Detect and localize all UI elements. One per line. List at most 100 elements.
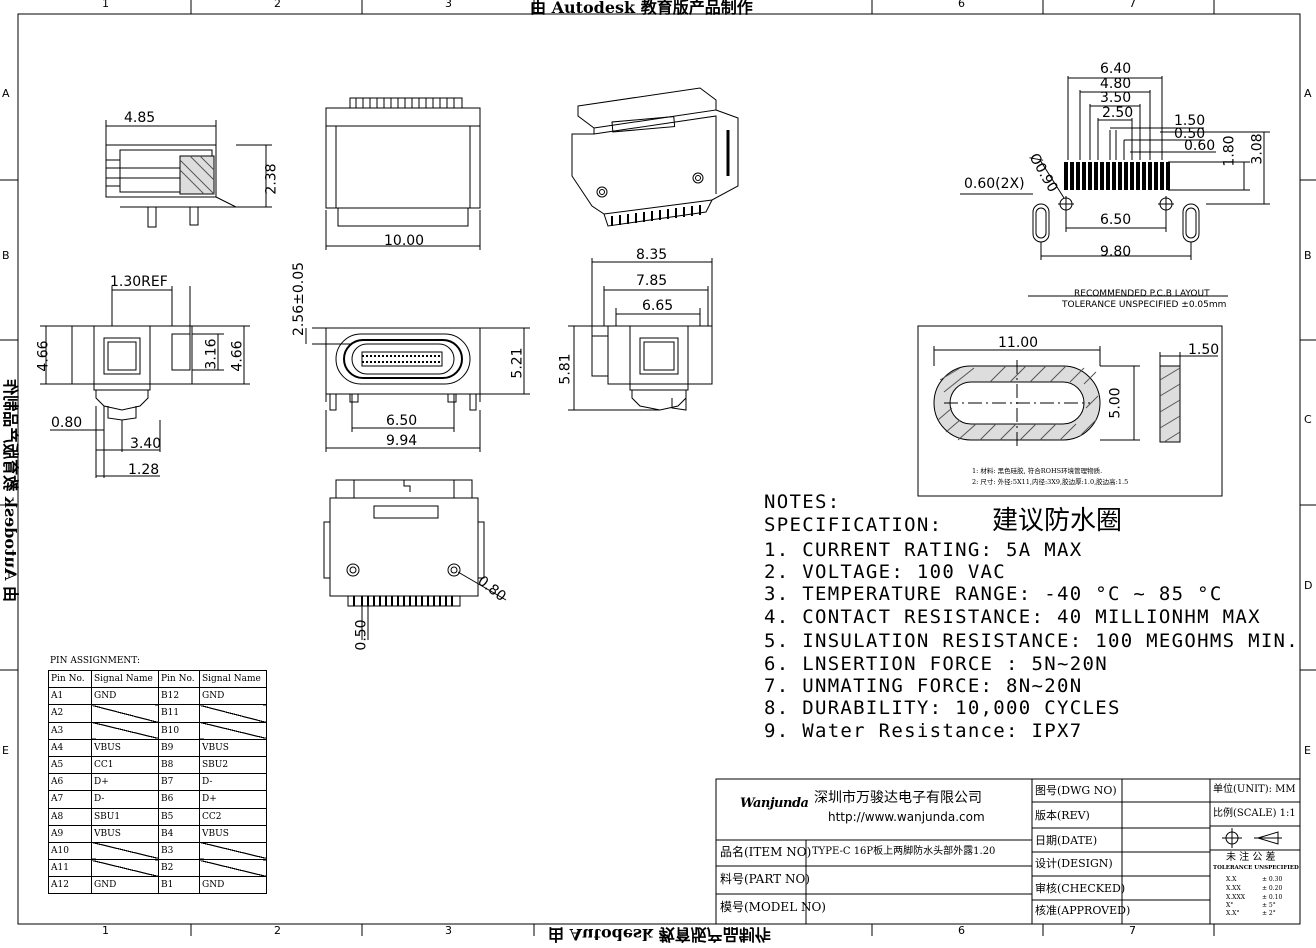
tol-value: ± 0.20 (1262, 885, 1283, 892)
dim-gasket-w: 11.00 (998, 335, 1039, 351)
signal-cell-empty (91, 841, 159, 861)
pin-cell: B12 (158, 687, 200, 706)
tol-key: X.XXX (1226, 894, 1245, 901)
signal-cell-empty (199, 859, 267, 878)
signal-cell: GND (199, 876, 267, 895)
tolerance-en: TOLERANCE UNSPECIFIED (1213, 865, 1299, 871)
signal-cell: VBUS (91, 738, 159, 757)
dim-main-right: 5.21 (509, 347, 526, 379)
pin-cell: B1 (158, 876, 200, 895)
dim-rear-w2: 7.85 (636, 273, 668, 289)
zone-row-c-right: C (1304, 413, 1312, 426)
tolerance-cn: 未 注 公 差 (1226, 852, 1276, 863)
signal-cell: D+ (91, 773, 159, 792)
pin-cell: B8 (158, 755, 200, 775)
part-no-label: 料号(PART NO) (720, 872, 810, 886)
signal-cell: VBUS (91, 824, 159, 843)
pin-cell: B2 (158, 859, 200, 878)
bottom-view (323, 479, 507, 640)
dim-pcb-0-50: 0.50 (1174, 126, 1206, 142)
table-header-row: Pin No. Signal Name Pin No. Signal Name (48, 669, 267, 689)
signal-cell: SBU1 (91, 807, 159, 826)
dim-front-h3: 4.66 (229, 340, 246, 372)
table-row: A12 GND B1 GND (48, 876, 267, 895)
pin-cell: A9 (48, 824, 92, 843)
gasket-note-2: 2: 尺寸: 外径:5X11,内径:3X9,胶边厚:1.0,胶边高:1.5 (972, 478, 1129, 486)
signal-cell: VBUS (199, 738, 267, 757)
signal-cell-empty (199, 704, 267, 723)
approved-label: 核准(APPROVED) (1035, 904, 1131, 917)
front-view-main (305, 327, 530, 452)
pin-cell: B7 (158, 773, 200, 792)
table-row: A3 B10 (48, 721, 267, 740)
pin-cell: B11 (158, 704, 200, 723)
signal-cell: D+ (199, 790, 267, 809)
signal-cell: D- (91, 790, 159, 809)
dim-front-d2: 3.40 (130, 436, 162, 452)
signal-cell: CC2 (199, 807, 267, 826)
zone-row-d-right: D (1304, 579, 1313, 592)
dim-pcb-9-80: 9.80 (1100, 244, 1132, 260)
pin-table-title: PIN ASSIGNMENT: (50, 656, 141, 666)
table-row: A10 B3 (48, 841, 267, 861)
pin-cell: B10 (158, 721, 200, 740)
pin-cell: A1 (48, 687, 92, 706)
dim-pcb-w3: 3.50 (1100, 90, 1132, 106)
watermark-bottom: 由 Autodesk 教育版产品制作 (548, 925, 771, 944)
table-row: A2 B11 (48, 704, 267, 723)
note-item: 2. VOLTAGE: 100 VAC (764, 561, 1007, 583)
dim-main-inner: 6.50 (386, 413, 418, 429)
checked-label: 审核(CHECKED) (1035, 882, 1126, 895)
notes-spec: SPECIFICATION: (764, 514, 943, 536)
table-row: A6 D+ B7 D- (48, 773, 267, 792)
gasket-layout (917, 325, 1223, 497)
zone-col-2-bottom: 2 (274, 924, 281, 937)
pin-cell: A10 (48, 841, 92, 861)
pin-cell: A6 (48, 773, 92, 792)
tol-value: ± 0.10 (1262, 894, 1283, 901)
tol-key: X.X° (1226, 910, 1240, 917)
dwg-no-label: 图号(DWG NO) (1035, 784, 1117, 797)
dim-front-d1: 0.80 (51, 415, 83, 431)
table-row: A9 VBUS B4 VBUS (48, 824, 267, 843)
dim-main-width: 9.94 (386, 433, 418, 449)
dim-front-ref: 1.30REF (110, 274, 168, 290)
dim-pcb-w4: 2.50 (1102, 105, 1134, 121)
table-row: A4 VBUS B9 VBUS (48, 738, 267, 757)
pin-cell: A8 (48, 807, 92, 826)
tol-value: ± 5° (1262, 902, 1276, 909)
pin-cell: B9 (158, 738, 200, 757)
signal-cell: GND (91, 687, 159, 706)
zone-row-a-right: A (1304, 87, 1312, 100)
zone-col-6-bottom: 6 (958, 924, 965, 937)
signal-cell-empty (91, 721, 159, 740)
item-name-label: 品名(ITEM NO) (720, 845, 812, 859)
zone-col-1: 1 (102, 0, 109, 10)
zone-col-7-bottom: 7 (1129, 924, 1136, 937)
design-label: 设计(DESIGN) (1035, 857, 1113, 870)
tol-value: ± 2° (1262, 910, 1276, 917)
dim-bottom-pitch: 0.50 (353, 619, 370, 651)
dim-rear-w1: 8.35 (636, 247, 668, 263)
dim-pcb-1-50: 1.50 (1174, 113, 1206, 129)
zone-row-a: A (2, 87, 10, 100)
dim-top-width: 10.00 (384, 233, 425, 249)
unit-label: 单位(UNIT): MM (1213, 784, 1296, 795)
table-row: A5 CC1 B8 SBU2 (48, 755, 267, 775)
dim-main-height: 2.56±0.05 (291, 261, 308, 337)
dim-rear-h: 5.81 (557, 353, 574, 385)
item-name-value: TYPE-C 16P板上两脚防水头部外露1.20 (812, 846, 996, 857)
date-label: 日期(DATE) (1035, 834, 1098, 847)
dim-pcb-1-80: 1.80 (1221, 135, 1238, 167)
note-item: 3. TEMPERATURE RANGE: -40 °C ~ 85 °C (764, 583, 1223, 605)
rev-label: 版本(REV) (1035, 809, 1090, 822)
dim-pcb-w1: 6.40 (1100, 61, 1132, 77)
pin-assignment-table: Pin No. Signal Name Pin No. Signal Name … (48, 669, 267, 895)
dim-front-h2: 3.16 (203, 338, 220, 370)
signal-cell: GND (91, 876, 159, 895)
dim-gasket-t: 1.50 (1188, 342, 1220, 358)
signal-cell: SBU2 (199, 755, 267, 775)
pin-cell: A7 (48, 790, 92, 809)
